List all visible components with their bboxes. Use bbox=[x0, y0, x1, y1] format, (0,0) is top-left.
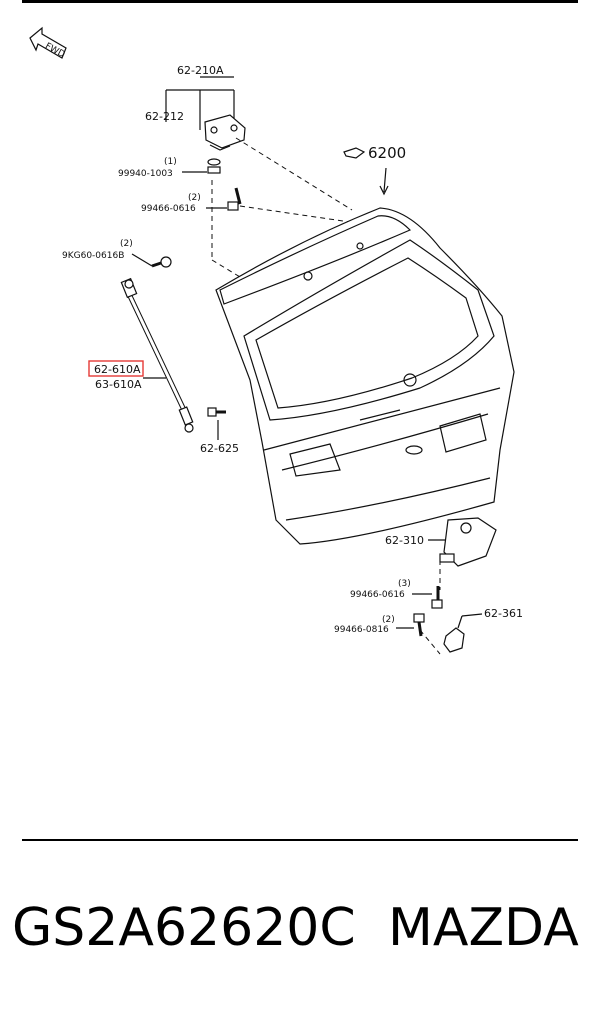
bolt-3 bbox=[413, 613, 425, 637]
bolt-2 bbox=[431, 586, 443, 609]
label-qty-3: (3) bbox=[398, 579, 411, 589]
label-99466-0616-a: 99466-0616 bbox=[141, 204, 196, 214]
bottom-rule bbox=[22, 839, 578, 841]
top-rule bbox=[22, 0, 578, 3]
hinge bbox=[204, 114, 246, 151]
label-62-610A: 62-610A bbox=[94, 363, 141, 376]
label-99940-1003: 99940-1003 bbox=[118, 169, 173, 179]
label-6200: 6200 bbox=[368, 144, 406, 162]
label-qty-2b: (2) bbox=[120, 239, 133, 249]
highlight-box bbox=[88, 360, 144, 377]
fwd-label: FWD bbox=[43, 41, 66, 60]
latch bbox=[439, 517, 497, 567]
label-62-310: 62-310 bbox=[385, 534, 424, 547]
label-62-625: 62-625 bbox=[200, 442, 239, 455]
label-62-210A: 62-210A bbox=[177, 64, 224, 77]
label-99466-0816: 99466-0816 bbox=[334, 625, 389, 635]
bolt-1 bbox=[227, 187, 242, 211]
label-qty-2c: (2) bbox=[382, 615, 395, 625]
footer: GS2A62620C MAZDA bbox=[12, 898, 592, 968]
fwd-arrow-icon: FWD bbox=[29, 26, 67, 60]
tailgate-exploded-diagram: FWD bbox=[29, 26, 523, 655]
part-number: GS2A62620C bbox=[12, 898, 356, 958]
label-62-212: 62-212 bbox=[145, 110, 184, 123]
label-63-610A: 63-610A bbox=[95, 378, 142, 391]
label-9KG60-0616B: 9KG60-0616B bbox=[62, 251, 124, 261]
striker bbox=[443, 627, 465, 653]
gas-strut bbox=[120, 277, 194, 433]
ball-stud bbox=[151, 256, 172, 268]
ball-stud-lower bbox=[207, 407, 226, 417]
nut bbox=[207, 166, 221, 174]
washer bbox=[207, 158, 221, 166]
brand-name: MAZDA bbox=[388, 898, 579, 958]
label-99466-0616-b: 99466-0616 bbox=[350, 590, 405, 600]
label-qty-2a: (2) bbox=[188, 193, 201, 203]
label-qty-1: (1) bbox=[164, 157, 177, 167]
label-62-361: 62-361 bbox=[484, 607, 523, 620]
pointing-hand-icon bbox=[343, 147, 366, 159]
tailgate-panel bbox=[215, 207, 515, 545]
